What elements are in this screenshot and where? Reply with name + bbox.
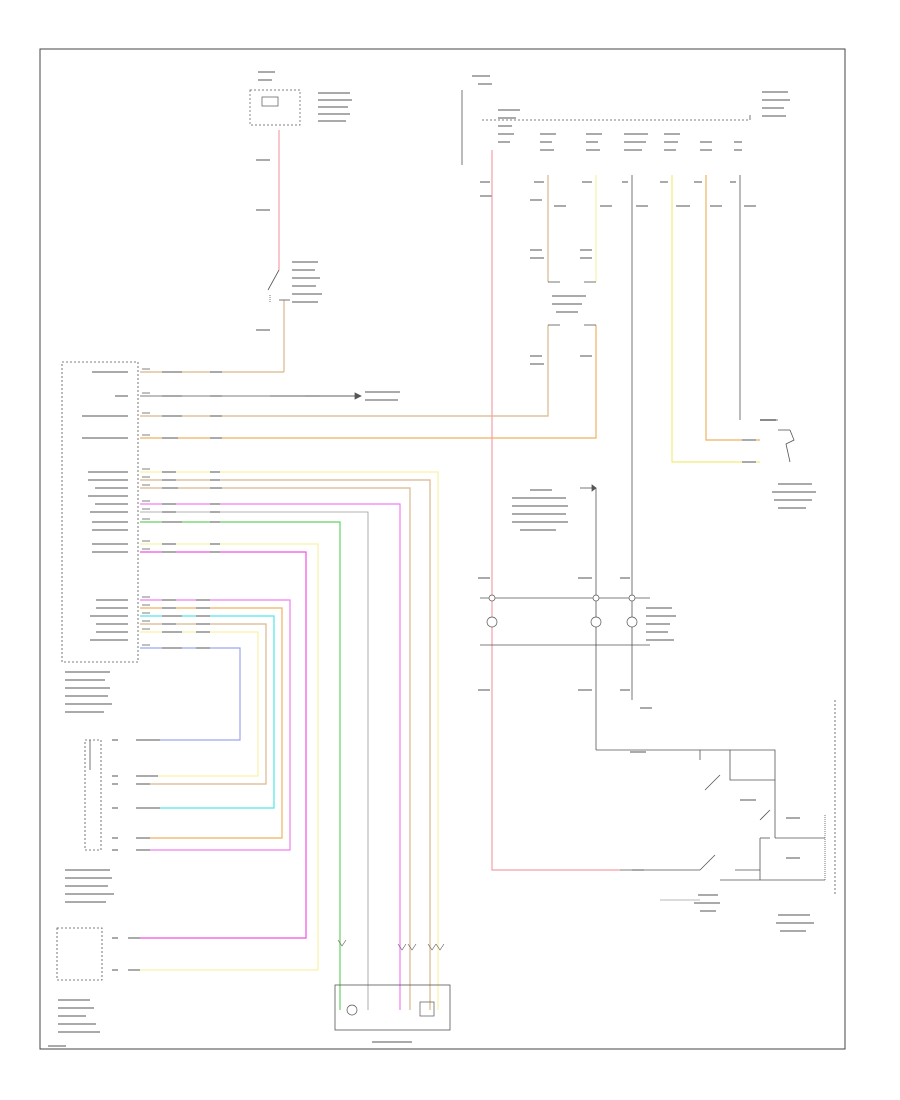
clutch-label-lines (256, 159, 322, 331)
wire-orange-cruise-2 (140, 325, 597, 439)
wire-pink-hot-feed (491, 150, 620, 871)
bcm-top-labels (472, 75, 790, 151)
throttle-connector-pins (337, 939, 445, 951)
engine-control-module (61, 361, 139, 663)
throttle-body (334, 984, 451, 1031)
ecm-pin-labels (65, 371, 128, 713)
splice-arrow (580, 484, 597, 492)
diagram-border (39, 48, 846, 1050)
pedal-sensor-wire-labels (65, 739, 160, 903)
wire-green-6 (140, 521, 341, 1010)
bcm-wire-labels (480, 181, 776, 463)
wire-pink-9 (140, 599, 291, 851)
wire-lightyellow-1 (140, 471, 439, 1010)
cruise-release-connector (760, 419, 795, 463)
wire-blue-14 (140, 647, 241, 741)
hot-in-run-fuse-block (249, 89, 301, 126)
wire-gray-5 (140, 511, 369, 1010)
splice-connectors (486, 594, 638, 628)
splice-pack-labels (512, 489, 568, 531)
splice-wire-labels (478, 577, 676, 753)
data-link-arrow (270, 392, 362, 400)
clutch-pedal-switch (267, 269, 290, 302)
ecm-pin-numbers (142, 368, 150, 646)
bcm-module-edge (482, 115, 751, 121)
wire-magenta-8 (140, 551, 307, 939)
ecm-output-wires (140, 325, 597, 1010)
throttle-motor (346, 1001, 435, 1017)
wire-lightyellow-7 (140, 543, 319, 971)
cruise-release-labels (772, 483, 816, 509)
cruise-switch-labels (552, 295, 586, 313)
splice-wires (480, 488, 700, 751)
wire-tan-3 (140, 487, 411, 1010)
stoplamp-switch (620, 700, 836, 895)
ecm-wire-labels (162, 371, 222, 649)
stoplamp-labels (632, 799, 814, 932)
wire-tan-cruise-1 (140, 325, 549, 417)
speed-sensor-labels (58, 937, 140, 1033)
data-link-label (365, 391, 400, 401)
vehicle-speed-sensor (56, 927, 103, 981)
wire-tan-2 (140, 479, 431, 1010)
cruise-control-switch (548, 281, 596, 326)
fuse-label-lines (258, 71, 352, 122)
accelerator-pedal-sensor (84, 739, 102, 851)
bcm-vertical-wires (547, 175, 760, 600)
wire-cyan-11 (140, 615, 275, 809)
wire-pink-4 (140, 503, 401, 1010)
wire-orange-10 (140, 607, 283, 839)
